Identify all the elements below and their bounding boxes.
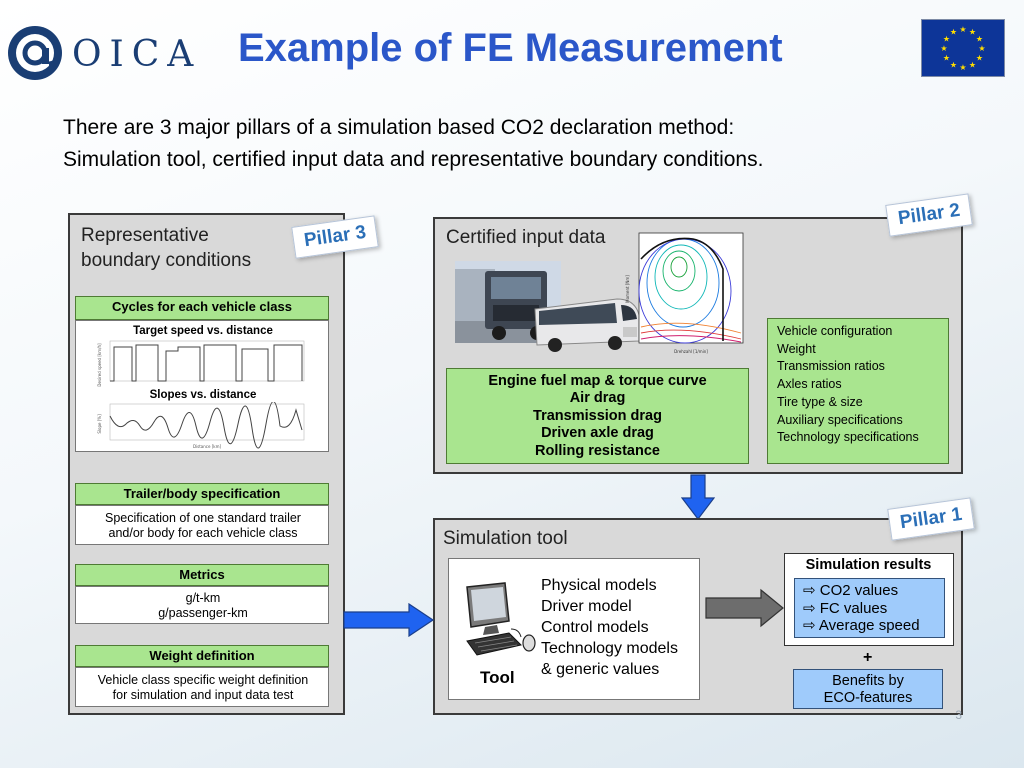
speed-profile-chart: Desired speed [km/h] [97, 340, 305, 387]
tool-label: Tool [480, 668, 515, 687]
engine-item-2: Air drag [569, 390, 626, 407]
pillar3-title-line2: boundary conditions [81, 250, 252, 271]
arrow-right-icon [705, 588, 784, 628]
eu-flag-icon: ★ ★ ★ ★ ★ ★ ★ ★ ★ ★ ★ ★ [921, 19, 1005, 77]
spec-item-7: Technology specifications [777, 430, 919, 445]
weight-text-1: Vehicle class specific weight definition [97, 673, 309, 687]
benefits-box: Benefits by ECO-features [793, 669, 943, 709]
trailer-text-1: Specification of one standard trailer [105, 511, 301, 525]
intro-line-2: Simulation tool, certified input data an… [63, 148, 764, 171]
arrow-down-icon [681, 474, 715, 520]
result-arrow-icon: ⇨ [803, 617, 819, 635]
spec-item-2: Weight [777, 341, 816, 356]
engine-data-box: Engine fuel map & torque curve Air drag … [446, 368, 749, 464]
svg-text:★: ★ [940, 44, 947, 53]
svg-text:★: ★ [959, 25, 966, 34]
engine-map-image: Moment [Nm] Drehzahl [1/min] [625, 232, 744, 354]
bus-image [534, 298, 640, 352]
pillar2-title: Certified input data [446, 227, 606, 248]
engine-item-5: Rolling resistance [535, 442, 660, 459]
slopes-label: Slopes vs. distance [149, 389, 257, 401]
trailer-text-2: and/or body for each vehicle class [108, 526, 298, 540]
results-list: ⇨ CO2 values ⇨ FC values ⇨ Average speed [794, 578, 945, 638]
distance-axis-label: Distance [km] [193, 444, 222, 449]
engine-item-4: Driven axle drag [541, 425, 654, 442]
pillar1-title: Simulation tool [443, 528, 568, 549]
trailer-header: Trailer/body specification [75, 483, 329, 505]
model-item-4: Technology models [541, 640, 678, 657]
computer-icon [466, 582, 536, 656]
metrics-header: Metrics [75, 564, 329, 586]
model-list: Physical models Driver model Control mod… [541, 575, 678, 680]
simulation-results-box: Simulation results ⇨ CO2 values ⇨ FC val… [784, 553, 954, 646]
result-item-2-label: FC values [819, 599, 888, 617]
spec-item-1: Vehicle configuration [777, 324, 893, 338]
spec-item-5: Tire type & size [777, 394, 863, 409]
svg-text:★: ★ [976, 54, 983, 63]
benefits-line-1: Benefits by [832, 673, 904, 689]
svg-text:★: ★ [950, 28, 957, 37]
plus-sign: + [863, 649, 873, 666]
model-item-5: & generic values [541, 661, 660, 678]
intro-text: There are 3 major pillars of a simulatio… [63, 112, 963, 176]
svg-text:★: ★ [969, 61, 976, 70]
cycles-header: Cycles for each vehicle class [75, 296, 329, 320]
svg-text:★: ★ [950, 61, 957, 70]
svg-text:★: ★ [978, 44, 985, 53]
oica-logo-mark [8, 26, 62, 80]
svg-text:★: ★ [969, 28, 976, 37]
weight-box: Vehicle class specific weight definition… [75, 667, 329, 707]
svg-text:★: ★ [959, 63, 966, 72]
slope-profile-chart: Slope [%] Distance [km] [97, 402, 305, 449]
result-item-2: ⇨ FC values [795, 600, 944, 618]
pillar3-panel: Representative boundary conditions Cycle… [68, 213, 345, 715]
slope-axis-label: Slope [%] [97, 414, 102, 434]
page-number: 3 [955, 708, 962, 722]
spec-item-6: Auxiliary specifications [777, 412, 903, 427]
vehicle-spec-box: Vehicle configuration Weight Transmissio… [767, 318, 949, 464]
model-item-2: Driver model [541, 598, 632, 615]
result-item-3: ⇨ Average speed [795, 617, 944, 635]
result-item-3-label: Average speed [818, 617, 920, 635]
engine-item-3: Transmission drag [533, 407, 662, 424]
cycles-box: Target speed vs. distance Desired speed … [75, 320, 329, 452]
oica-logo: OICA [4, 20, 204, 86]
metrics-text-1: g/t-km [185, 591, 221, 605]
results-header: Simulation results [805, 557, 932, 573]
svg-text:★: ★ [976, 35, 983, 44]
result-item-1-label: CO2 values [819, 582, 899, 599]
tool-box: Tool Physical models Driver model Contro… [448, 558, 700, 700]
target-speed-label: Target speed vs. distance [133, 325, 273, 337]
speed-axis-label: Desired speed [km/h] [97, 343, 102, 387]
page-title: Example of FE Measurement [238, 26, 783, 70]
pillar1-panel: Simulation tool Tool Physical models Dri… [433, 518, 963, 715]
metrics-text-2: g/passenger-km [158, 606, 248, 620]
benefits-line-2: ECO-features [823, 690, 913, 706]
pillar3-title: Representative boundary conditions [81, 223, 251, 273]
model-item-3: Control models [541, 619, 649, 636]
trailer-box: Specification of one standard trailer an… [75, 505, 329, 545]
svg-text:★: ★ [943, 54, 950, 63]
engine-item-1: Engine fuel map & torque curve [488, 373, 707, 389]
pillar3-title-line1: Representative [81, 225, 209, 246]
pillar2-panel: Certified input data M [433, 217, 963, 474]
intro-line-1: There are 3 major pillars of a simulatio… [63, 116, 735, 139]
arrow-right-blue-icon [343, 603, 435, 637]
logo-text: OICA [72, 34, 202, 75]
spec-item-4: Axles ratios [777, 377, 842, 392]
model-item-1: Physical models [541, 577, 657, 594]
weight-text-2: for simulation and input data test [112, 688, 294, 702]
result-item-1: ⇨ CO2 values [795, 582, 944, 600]
metrics-box: g/t-km g/passenger-km [75, 586, 329, 624]
spec-item-3: Transmission ratios [777, 359, 885, 374]
weight-header: Weight definition [75, 645, 329, 667]
eu-flag-stars: ★ ★ ★ ★ ★ ★ ★ ★ ★ ★ ★ ★ [940, 25, 985, 72]
map-y-label: Moment [Nm] [625, 275, 630, 303]
result-arrow-icon: ⇨ [803, 582, 820, 599]
result-arrow-icon: ⇨ [803, 599, 820, 617]
map-x-label: Drehzahl [1/min] [674, 349, 708, 354]
svg-text:★: ★ [943, 35, 950, 44]
